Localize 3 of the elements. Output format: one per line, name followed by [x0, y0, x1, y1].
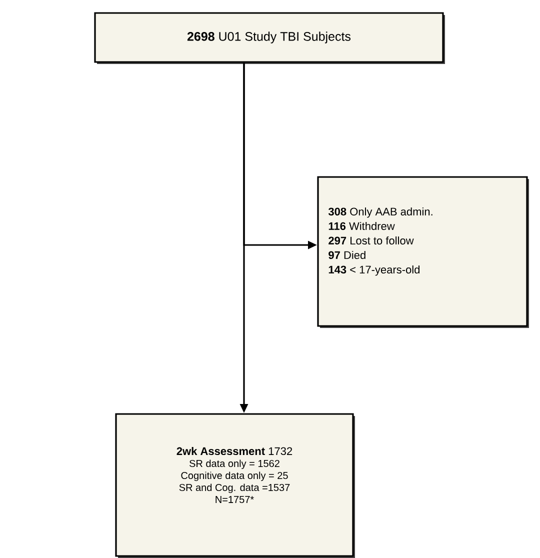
flow-box: 308 Only AAB admin. 116 Withdrew 297 Lost to follow 97 Died 143 < 17-years-old — [317, 176, 529, 328]
flow-box: 2698 U01 Study TBI Subjects — [94, 12, 445, 64]
flow-box: 2wk Assessment 1732 SR data only = 1562 Cognitive data only = 25 SR and Cog. data =1537 N=1757* — [115, 413, 355, 558]
